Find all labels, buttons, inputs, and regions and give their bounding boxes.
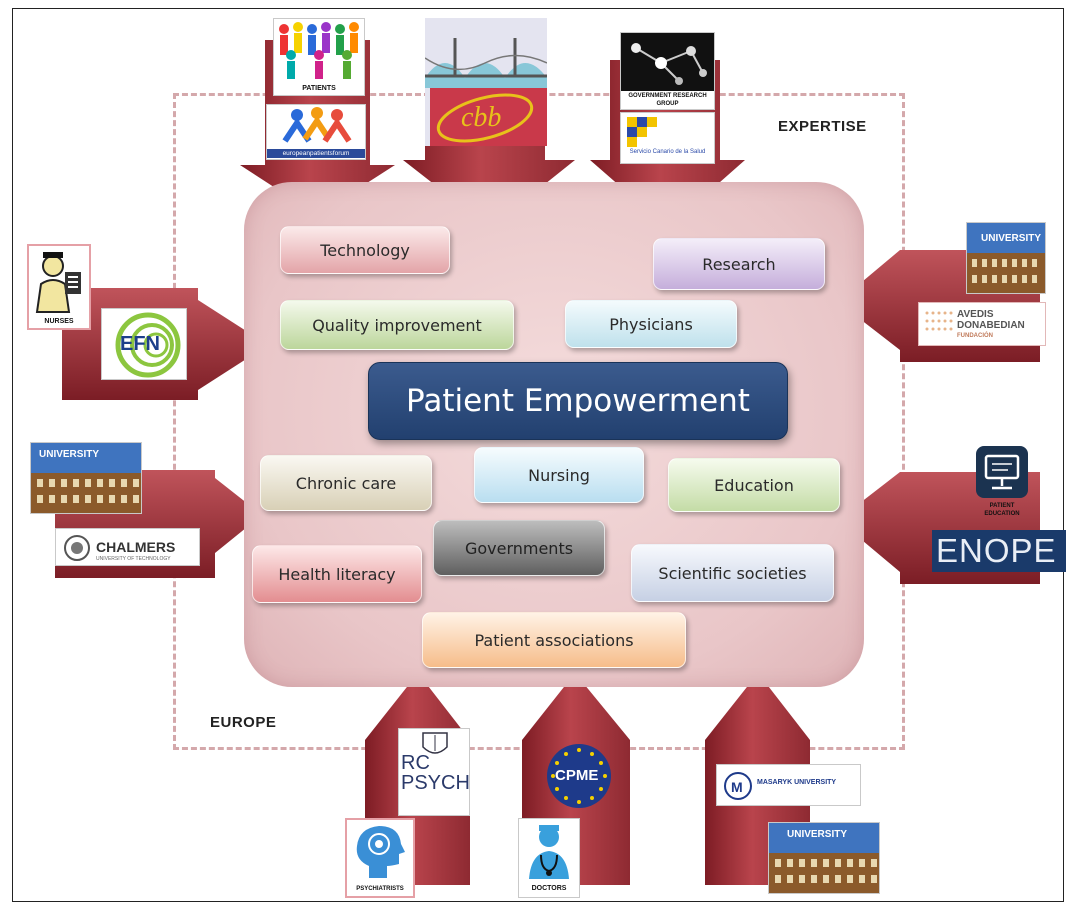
avedis-donabedian-logo: AVEDIS DONABEDIAN FUNDACIÓN [918, 302, 1046, 346]
masaryk-text: MASARYK UNIVERSITY [757, 779, 837, 786]
topic-health-literacy: Health literacy [252, 545, 422, 603]
university-left-logo: UNIVERSITY [30, 442, 142, 514]
chalmers-seal-icon [64, 535, 90, 561]
monitor-icon [976, 446, 1028, 498]
rcpsych-logo: RC PSYCH [398, 728, 470, 816]
university-bottom-caption: UNIVERSITY [787, 829, 848, 840]
topic-nursing: Nursing [474, 447, 644, 503]
university-right-caption: UNIVERSITY [981, 233, 1042, 244]
doctors-caption: DOCTORS [531, 885, 567, 892]
university-building-icon-bottom [769, 823, 879, 893]
chalmers-text: CHALMERS [96, 539, 176, 555]
rcpsych-text-1: RC [401, 752, 430, 774]
epf-caption: europeanpatientsforum [267, 149, 365, 158]
cpme-text: CPME [555, 767, 599, 784]
avedis-dots-icon [925, 311, 953, 331]
epf-logo: europeanpatientsforum [266, 104, 366, 160]
svg-text:M: M [731, 779, 743, 795]
university-building-icon [31, 443, 141, 513]
patients-caption: PATIENTS [302, 85, 336, 92]
nurses-caption: NURSES [44, 318, 74, 325]
avedis-fundacion: FUNDACIÓN [957, 333, 993, 339]
university-building-icon-right [967, 223, 1045, 293]
psychiatrists-caption: PSYCHIATRISTS [356, 886, 404, 892]
nurse-icon [35, 252, 81, 313]
university-bottom-logo: UNIVERSITY [768, 822, 880, 894]
rcpsych-crest-icon [422, 732, 448, 754]
university-left-caption: UNIVERSITY [39, 449, 100, 460]
doctor-icon [529, 825, 569, 879]
topic-education: Education [668, 458, 840, 512]
bridge-logo: cbb [425, 18, 547, 146]
topic-quality-improvement: Quality improvement [280, 300, 514, 350]
svg-text:cbb: cbb [461, 102, 501, 133]
enope-text: ENOPE [936, 532, 1057, 569]
doctors-logo: DOCTORS [518, 818, 580, 898]
patients-group-icon [279, 22, 359, 79]
bridge-icon: cbb [425, 18, 547, 146]
topic-patient-associations: Patient associations [422, 612, 686, 668]
servicio-canario-logo: Servicio Canario de la Salud [620, 112, 715, 164]
region-label-expertise: EXPERTISE [778, 118, 867, 135]
topic-physicians: Physicians [565, 300, 737, 348]
topic-technology: Technology [280, 226, 450, 274]
cpme-logo: CPME [545, 740, 613, 812]
network-icon [631, 43, 707, 85]
efn-swirl-icon [115, 312, 181, 378]
topic-governments: Governments [433, 520, 605, 576]
topic-chronic-care: Chronic care [260, 455, 432, 511]
masaryk-seal-icon: M [724, 772, 752, 800]
efn-logo: EFN [101, 308, 187, 380]
region-label-europe: EUROPE [210, 714, 277, 731]
topic-patient-empowerment: Patient Empowerment [368, 362, 788, 440]
avedis-text: AVEDIS DONABEDIAN [957, 309, 1025, 331]
topic-scientific-societies: Scientific societies [631, 544, 834, 602]
enope-logo: ENOPE [932, 530, 1066, 572]
rcpsych-text-2: PSYCH [401, 772, 470, 794]
epf-figures-icon [282, 107, 352, 143]
university-right-logo: UNIVERSITY [966, 222, 1046, 294]
chalmers-subtext: UNIVERSITY OF TECHNOLOGY [96, 556, 171, 562]
servicio-canario-icon [627, 117, 657, 147]
patients-logo: PATIENTS [273, 18, 365, 96]
government-research-logo: GOVERNMENT RESEARCH GROUP [620, 32, 715, 110]
psychiatrists-logo: PSYCHIATRISTS [345, 818, 415, 898]
cpme-stars-icon [547, 744, 611, 808]
servicio-canario-caption: Servicio Canario de la Salud [629, 149, 706, 155]
brain-head-icon [356, 826, 405, 878]
efn-text: EFN [120, 333, 160, 355]
masaryk-university-logo: M MASARYK UNIVERSITY [716, 764, 861, 806]
patient-education-logo: PATIENT EDUCATION [974, 444, 1030, 522]
nurses-logo: NURSES [27, 244, 91, 330]
government-research-caption: GOVERNMENT RESEARCH GROUP [621, 91, 714, 109]
outer-frame [12, 8, 1064, 902]
chalmers-logo: CHALMERS UNIVERSITY OF TECHNOLOGY [55, 528, 200, 566]
topic-research: Research [653, 238, 825, 290]
patient-education-caption: PATIENT EDUCATION [984, 503, 1020, 517]
